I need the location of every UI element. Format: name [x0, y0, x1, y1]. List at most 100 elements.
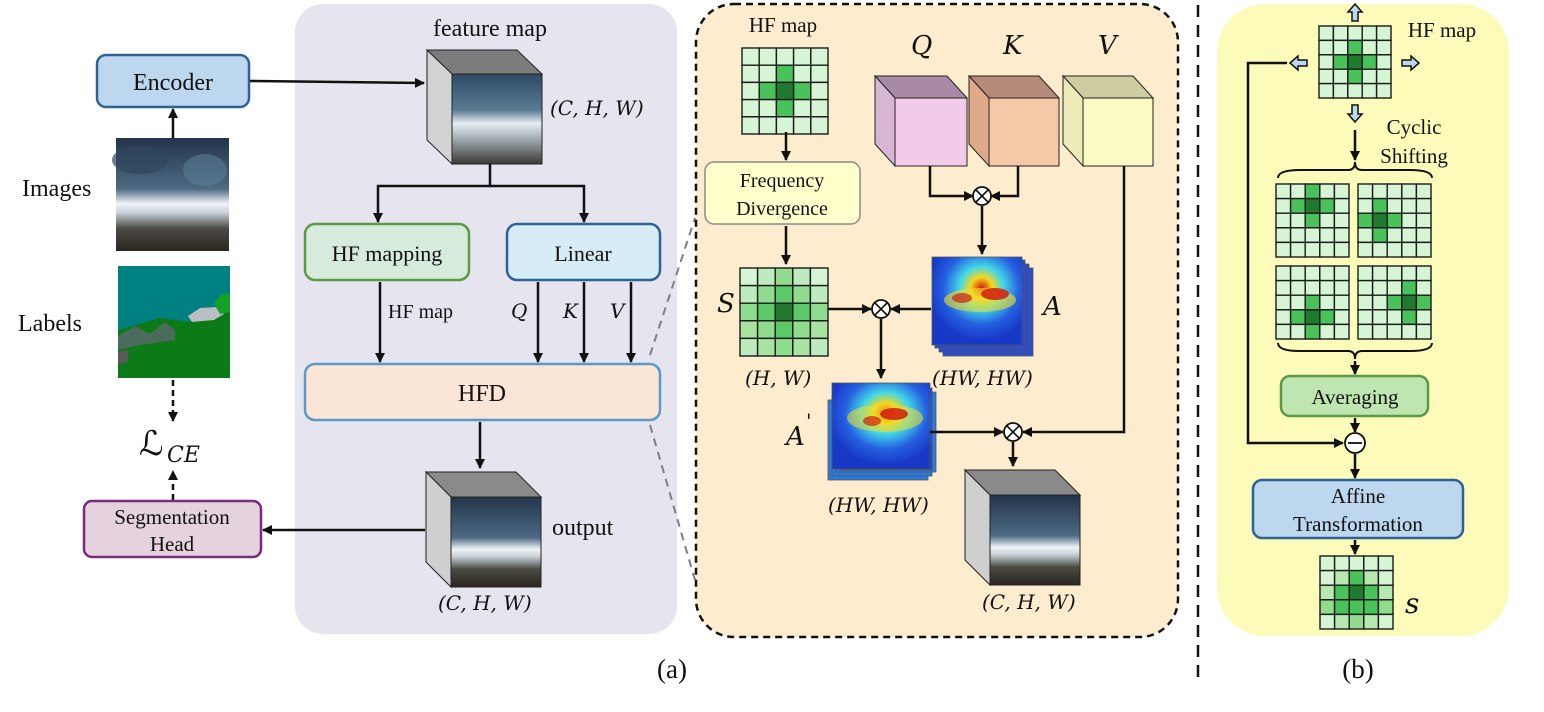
grid-cell: [1415, 279, 1432, 296]
hfd-output-dims: (C, H, W): [982, 590, 1076, 614]
grid-cell: [1357, 323, 1374, 340]
grid-cell: [758, 116, 778, 135]
grid-cell: [741, 116, 760, 135]
output-label: output: [552, 515, 614, 541]
feature-map-dims: (C, H, W): [550, 96, 644, 120]
grid-cell: [775, 64, 795, 84]
hfd-box[interactable]: [303, 362, 662, 422]
grid-cell: [1386, 294, 1403, 311]
grid-cell: [1333, 183, 1350, 200]
grid-cell: [1319, 279, 1336, 296]
grid-cell: [741, 98, 760, 118]
grid-cell: [756, 284, 776, 304]
averaging-label: Averaging: [1311, 385, 1399, 409]
a-prime-label: A: [784, 422, 805, 452]
frequency-divergence-box[interactable]: [704, 161, 861, 225]
linear-box[interactable]: [505, 222, 662, 282]
circle-times-icon: [871, 299, 891, 319]
grid-cell: [1333, 294, 1350, 311]
s-label: S: [717, 289, 735, 319]
panel-b-hf-map-label: HF map: [1408, 18, 1476, 42]
panel-b-s-label: s: [1405, 587, 1419, 620]
averaging-box[interactable]: [1279, 374, 1430, 418]
grid-cell: [774, 302, 794, 322]
hf-mapping-label: HF mapping: [332, 241, 443, 266]
k-arrow-label: K: [562, 299, 579, 323]
v-arrow-label: V: [610, 299, 627, 323]
encoder-box[interactable]: [95, 53, 251, 109]
grid-cell: [1333, 279, 1350, 296]
v-cube: [1061, 74, 1155, 168]
shifted-grid-3: [1275, 265, 1350, 340]
grid-cell: [1363, 599, 1380, 616]
grid-cell: [1319, 569, 1336, 586]
grid-cell: [1319, 265, 1336, 282]
feature-map-cube: [425, 48, 544, 166]
grid-cell: [1275, 212, 1292, 229]
grid-cell: [1401, 294, 1418, 311]
grid-cell: [1289, 309, 1306, 326]
hf-map-grid: [741, 47, 829, 135]
grid-cell: [792, 98, 812, 118]
grid-cell: [775, 98, 795, 118]
grid-cell: [1289, 197, 1306, 214]
loss-subscript: CE: [167, 443, 200, 468]
grid-cell: [792, 284, 812, 304]
zoom-connector-top: [649, 217, 696, 356]
grid-cell: [1375, 39, 1392, 56]
grid-cell: [1289, 294, 1306, 311]
q-arrow-label: Q: [511, 299, 527, 323]
grid-cell: [1401, 323, 1418, 340]
hf-mapping-box[interactable]: [303, 222, 471, 282]
grid-cell: [1304, 227, 1321, 244]
grid-cell: [1415, 323, 1432, 340]
grid-cell: [1386, 197, 1403, 214]
grid-cell: [1332, 82, 1349, 99]
segmentation-head-box[interactable]: [82, 499, 263, 559]
grid-cell: [1401, 212, 1418, 229]
affine-transformation-box[interactable]: [1251, 478, 1465, 540]
linear-label: Linear: [554, 241, 612, 266]
grid-cell: [1377, 613, 1394, 630]
grid-cell: [1318, 25, 1335, 42]
labels-label: Labels: [18, 311, 82, 337]
grid-cell: [1333, 569, 1350, 586]
grid-cell: [792, 47, 812, 66]
grid-cell: [758, 64, 778, 84]
left-column: Encoder Images Labels ℒ CE Segmentation …: [18, 53, 263, 559]
arrow-v-to-mult: [1022, 166, 1126, 437]
grid-cell: [1415, 294, 1432, 311]
grid-cell: [1363, 613, 1380, 630]
grid-cell: [792, 302, 812, 322]
grid-cell: [1401, 279, 1418, 296]
s-grid: [739, 267, 829, 357]
grid-cell: [1415, 309, 1432, 326]
grid-cell: [1371, 323, 1388, 340]
grid-cell: [1375, 25, 1392, 42]
grid-cell: [1348, 599, 1365, 616]
grid-cell: [1332, 25, 1349, 42]
grid-cell: [741, 64, 760, 84]
grid-cell: [1386, 227, 1403, 244]
grid-cell: [1415, 227, 1432, 244]
grid-cell: [1357, 212, 1374, 229]
grid-cell: [1348, 584, 1365, 601]
grid-cell: [1333, 599, 1350, 616]
output-dims: (C, H, W): [438, 591, 532, 615]
grid-cell: [1357, 197, 1374, 214]
arrow-residual-loop: [1246, 61, 1344, 448]
shift-down-arrow-icon: [1346, 104, 1364, 124]
grid-cell: [1386, 265, 1403, 282]
affine-line2: Transformation: [1293, 512, 1423, 536]
top-brace: [1277, 161, 1433, 179]
grid-cell: [1319, 294, 1336, 311]
grid-cell: [792, 116, 812, 135]
grid-cell: [1371, 265, 1388, 282]
q-label: Q: [911, 31, 932, 61]
panel-a-background: [295, 4, 677, 634]
panel-a: feature map (C, H, W) HF mapping Linear …: [249, 4, 677, 634]
loss-function-label: ℒ CE: [139, 424, 200, 468]
grid-cell: [1304, 197, 1321, 214]
shift-right-arrow-icon: [1401, 54, 1421, 72]
grid-cell: [792, 337, 812, 357]
